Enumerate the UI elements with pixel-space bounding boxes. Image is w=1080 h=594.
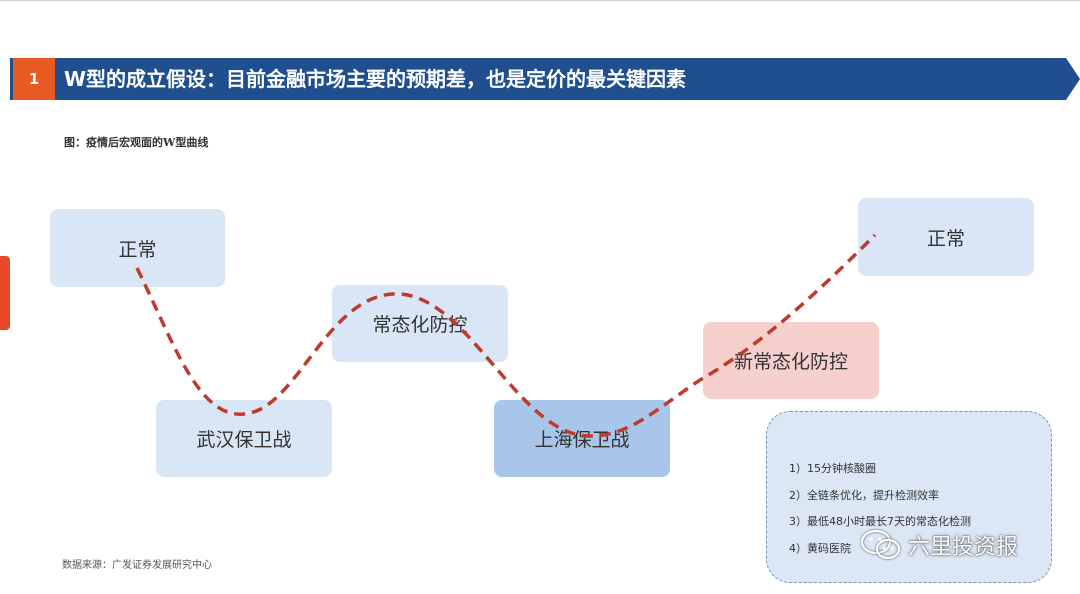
w-curve-line [135, 233, 877, 438]
stage-label-normal-end: 正常 [926, 227, 965, 250]
stage-label-normal-start: 正常 [118, 238, 157, 261]
wechat-icon [860, 529, 901, 560]
section-number: 1 [13, 58, 55, 100]
stage-box-normal-end: 正常 [858, 198, 1034, 276]
data-source-note: 数据来源：广发证券发展研究中心 [62, 560, 212, 571]
stage-box-shanghai-defense: 上海保卫战 [494, 400, 670, 477]
notes-box: 1）15分钟核酸圈 2）全链条优化，提升检测效率 3）最低48小时最长7天的常态… [766, 411, 1052, 583]
left-accent-tab [0, 256, 10, 330]
stage-label-normalized-control: 常态化防控 [372, 314, 468, 336]
header-bar [10, 58, 1080, 100]
stage-box-normal-start: 正常 [50, 209, 225, 287]
stage-label-wuhan-defense: 武汉保卫战 [196, 429, 292, 451]
watermark-text: 六里投资报 [908, 535, 1019, 560]
watermark: 六里投资报 [860, 528, 1018, 562]
section-title: W型的成立假设：目前金融市场主要的预期差，也是定价的最关键因素 [64, 67, 687, 91]
note-item-1: 1）15分钟核酸圈 [789, 462, 876, 475]
note-item-3: 3）最低48小时最长7天的常态化检测 [789, 515, 971, 528]
note-item-2: 2）全链条优化，提升检测效率 [789, 488, 939, 502]
stage-label-new-normalized-control: 新常态化防控 [733, 351, 848, 373]
figure-caption: 图：疫情后宏观面的W型曲线 [64, 136, 209, 149]
note-item-4: 4）黄码医院 [789, 541, 851, 555]
top-divider [0, 0, 1080, 1]
